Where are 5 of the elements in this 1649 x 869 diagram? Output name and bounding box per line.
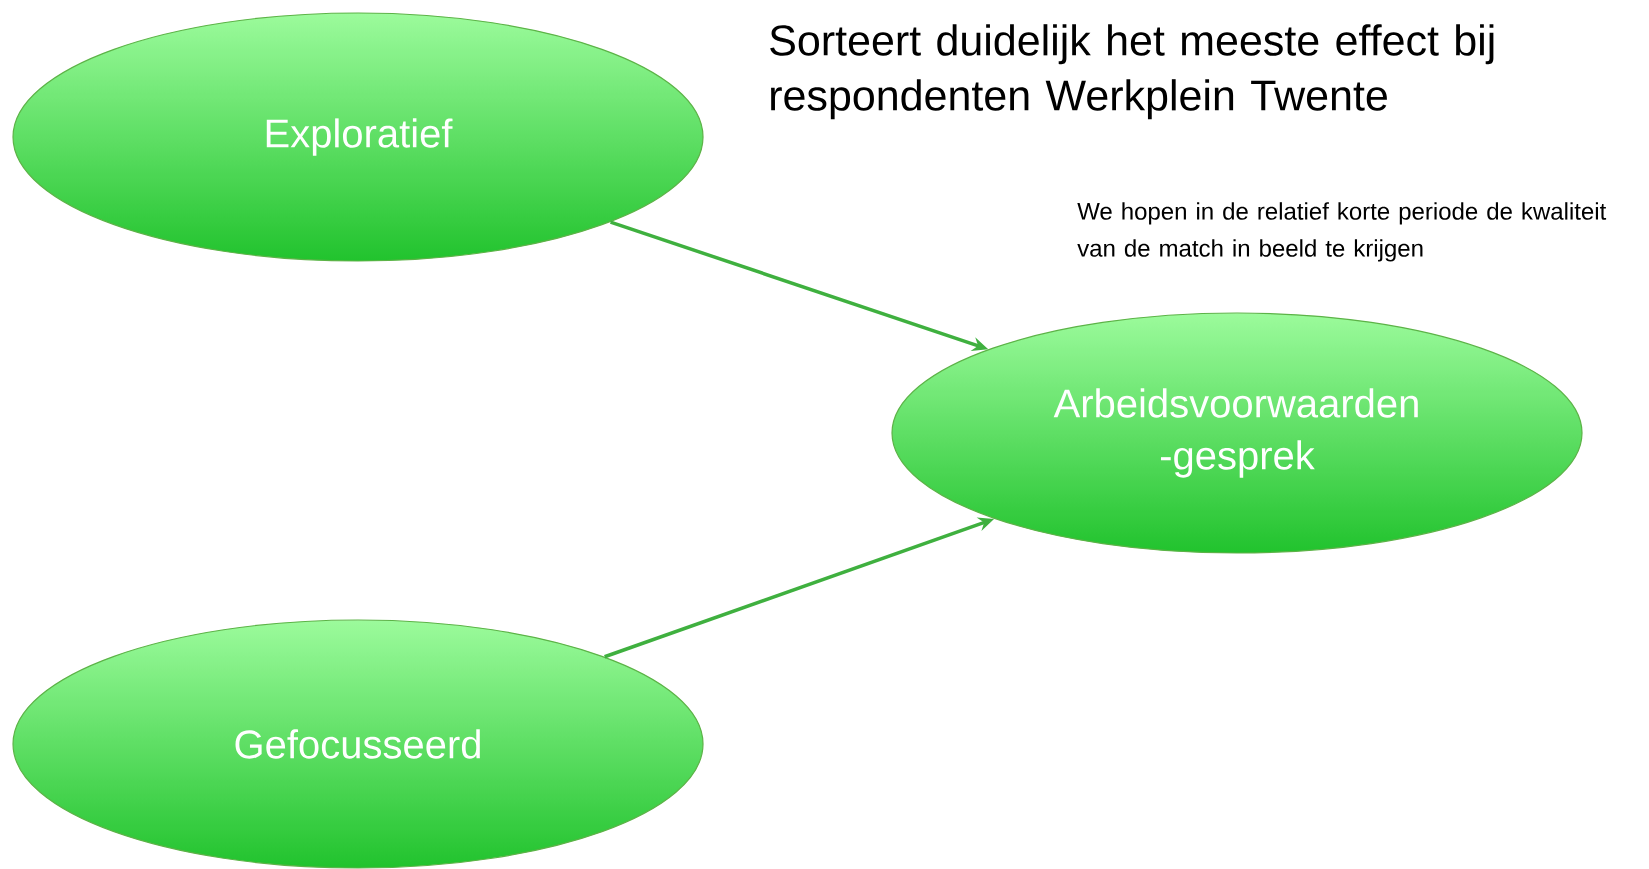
note: We hopen in de relatief korte periode de kwaliteit van de match in beeld te krijgen (1077, 202, 1607, 262)
heading: Sorteert duidelijk het meeste effect bij respondenten Werkplein Twente (770, 24, 1494, 120)
ellipse-node: Gefocusseerd (12, 619, 704, 869)
ellipse-node: Exploratief (12, 12, 704, 262)
ellipse-node: Arbeidsvoorwaarden -gesprek (891, 312, 1583, 554)
